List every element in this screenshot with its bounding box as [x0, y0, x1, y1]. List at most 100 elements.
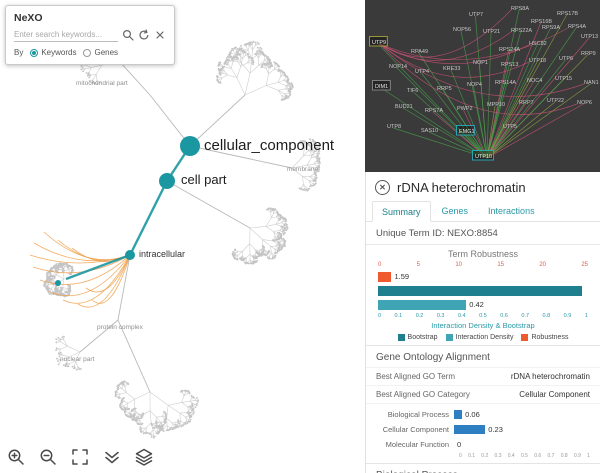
details-header: ✕ rDNA heterochromatin: [366, 172, 600, 201]
tree-node-cellular-component[interactable]: cellular_component: [204, 137, 335, 154]
zoom-in-button[interactable]: [4, 445, 28, 469]
robustness-section-title: Term Robustness: [366, 244, 600, 261]
gene-network-canvas[interactable]: UTP7 RPS8A RPS17B RPS16B NOP56 UTP21 RPS22A RPS…: [365, 0, 600, 172]
collapse-button[interactable]: [100, 445, 124, 469]
legend-bootstrap: Bootstrap: [397, 334, 438, 341]
layers-button[interactable]: [132, 445, 156, 469]
network-node-RPS14A[interactable]: RPS14A: [495, 80, 516, 86]
radio-keywords-dot: [30, 48, 39, 57]
bar-robustness: 1.59: [378, 270, 588, 283]
collapse-icon: [105, 451, 119, 464]
fit-to-screen-button[interactable]: [68, 445, 92, 469]
unique-term-id: Unique Term ID: NEXO:8854: [376, 228, 498, 239]
biological-process-heading: Biological Process: [366, 463, 600, 473]
network-node-KRE33[interactable]: KRE33: [443, 66, 460, 72]
network-node-NOP6[interactable]: NOP6: [577, 100, 592, 106]
term-title: rDNA heterochromatin: [397, 180, 526, 195]
network-node-UTP8[interactable]: UTP8: [387, 124, 401, 130]
tab-summary[interactable]: Summary: [372, 201, 431, 222]
zoom-in-icon: [8, 449, 24, 465]
tree-toolbar: [4, 445, 156, 469]
network-node-NAN1[interactable]: NAN1: [584, 80, 599, 86]
network-node-RPA49[interactable]: RPA49: [411, 49, 428, 55]
network-node-NOC4[interactable]: NOC4: [527, 78, 542, 84]
network-node-NOP1[interactable]: NOP1: [473, 60, 488, 66]
go-term-row: Best Aligned GO Term rDNA heterochromati…: [366, 367, 600, 385]
term-details-panel: ✕ rDNA heterochromatin Summary Genes Int…: [365, 172, 600, 473]
radio-keywords[interactable]: Keywords: [30, 48, 76, 57]
reset-icon[interactable]: [137, 29, 150, 42]
network-node-UTP22[interactable]: UTP22: [547, 98, 564, 104]
radio-keywords-label: Keywords: [41, 48, 77, 57]
network-node-UTP10[interactable]: UTP10: [475, 154, 492, 160]
tab-genes[interactable]: Genes: [441, 206, 469, 216]
network-node-UTP13[interactable]: UTP13: [581, 34, 598, 40]
tree-node-membrane[interactable]: membrane: [287, 166, 319, 173]
tree-node-intracellular[interactable]: intracellular: [139, 249, 186, 259]
network-node-RPS13[interactable]: RPS13: [501, 62, 518, 68]
network-node-SAS10[interactable]: SAS10: [421, 128, 438, 134]
close-button[interactable]: ✕: [375, 180, 390, 195]
network-node-UTP7[interactable]: UTP7: [469, 12, 483, 18]
tree-node-cell-part[interactable]: cell part: [181, 172, 227, 187]
network-node-RPS8A[interactable]: RPS8A: [511, 6, 529, 12]
legend-robustness: Robustness: [521, 334, 568, 341]
network-node-RPS24A[interactable]: RPS24A: [499, 47, 520, 53]
network-node-HSC82[interactable]: HSC82: [529, 41, 547, 47]
app-title: NeXO: [14, 12, 43, 24]
network-node-UTP15[interactable]: UTP15: [555, 76, 572, 82]
network-node-RPS17B[interactable]: RPS17B: [557, 11, 578, 17]
network-node-UTP4[interactable]: UTP4: [415, 69, 429, 75]
details-tabs: Summary Genes Interactions: [366, 201, 600, 222]
search-panel: NeXO By Keywords: [5, 5, 175, 65]
tree-node-nuclear-part[interactable]: nuclear part: [60, 356, 95, 363]
legend-interaction-density: Interaction Density: [445, 334, 513, 341]
network-node-TIF6[interactable]: TIF6: [407, 88, 418, 94]
ontology-tree-canvas[interactable]: [0, 0, 365, 473]
search-icon[interactable]: [121, 29, 134, 42]
network-node-UTP18[interactable]: UTP18: [529, 58, 546, 64]
network-node-UTP21[interactable]: UTP21: [483, 29, 500, 35]
fit-to-screen-icon: [72, 449, 88, 465]
radio-genes-label: Genes: [94, 48, 119, 57]
network-node-MPP10[interactable]: MPP10: [487, 102, 505, 108]
radio-genes-dot: [83, 48, 92, 57]
network-node-RRP7[interactable]: RRP7: [519, 100, 534, 106]
tree-node-protein-complex[interactable]: protein complex: [97, 324, 143, 331]
network-node-BUD21[interactable]: BUD21: [395, 104, 413, 110]
network-node-UTP6[interactable]: UTP6: [559, 56, 573, 62]
radio-genes[interactable]: Genes: [83, 48, 118, 57]
gene-network-panel[interactable]: UTP7 RPS8A RPS17B RPS16B NOP56 UTP21 RPS22A RPS…: [365, 0, 600, 172]
network-node-PWP2[interactable]: PWP2: [457, 106, 473, 112]
network-node-RRP5[interactable]: RRP5: [437, 86, 452, 92]
clear-icon[interactable]: [153, 29, 166, 42]
network-node-RPS9A[interactable]: RPS9A: [542, 25, 560, 31]
network-node-NOP4[interactable]: NOP4: [467, 82, 482, 88]
network-node-DIM1[interactable]: DIM1: [375, 84, 388, 90]
network-node-RPS22A[interactable]: RPS22A: [511, 28, 532, 34]
go-alignment-heading: Gene Ontology Alignment: [366, 345, 600, 367]
network-node-NOP56[interactable]: NOP56: [453, 27, 471, 33]
tab-interactions[interactable]: Interactions: [488, 206, 535, 216]
bottom-axis-label: Interaction Density & Bootstrap: [431, 321, 535, 330]
network-node-RRP9[interactable]: RRP9: [581, 51, 596, 57]
zoom-out-button[interactable]: [36, 445, 60, 469]
network-node-UTP9[interactable]: UTP9: [372, 40, 386, 46]
network-node-UTP5[interactable]: UTP5: [503, 124, 517, 130]
tree-node-mitochondrial-part[interactable]: mitochondrial part: [76, 80, 128, 87]
go-term-value: rDNA heterochromatin: [510, 372, 590, 381]
network-node-EMG1[interactable]: EMG1: [459, 129, 475, 135]
network-node-NOP14[interactable]: NOP14: [389, 64, 407, 70]
network-node-RPS7A[interactable]: RPS7A: [425, 108, 443, 114]
network-node-RPS16B[interactable]: RPS16B: [531, 19, 552, 25]
network-node-RPS4A[interactable]: RPS4A: [568, 24, 586, 30]
search-input[interactable]: [14, 28, 118, 42]
